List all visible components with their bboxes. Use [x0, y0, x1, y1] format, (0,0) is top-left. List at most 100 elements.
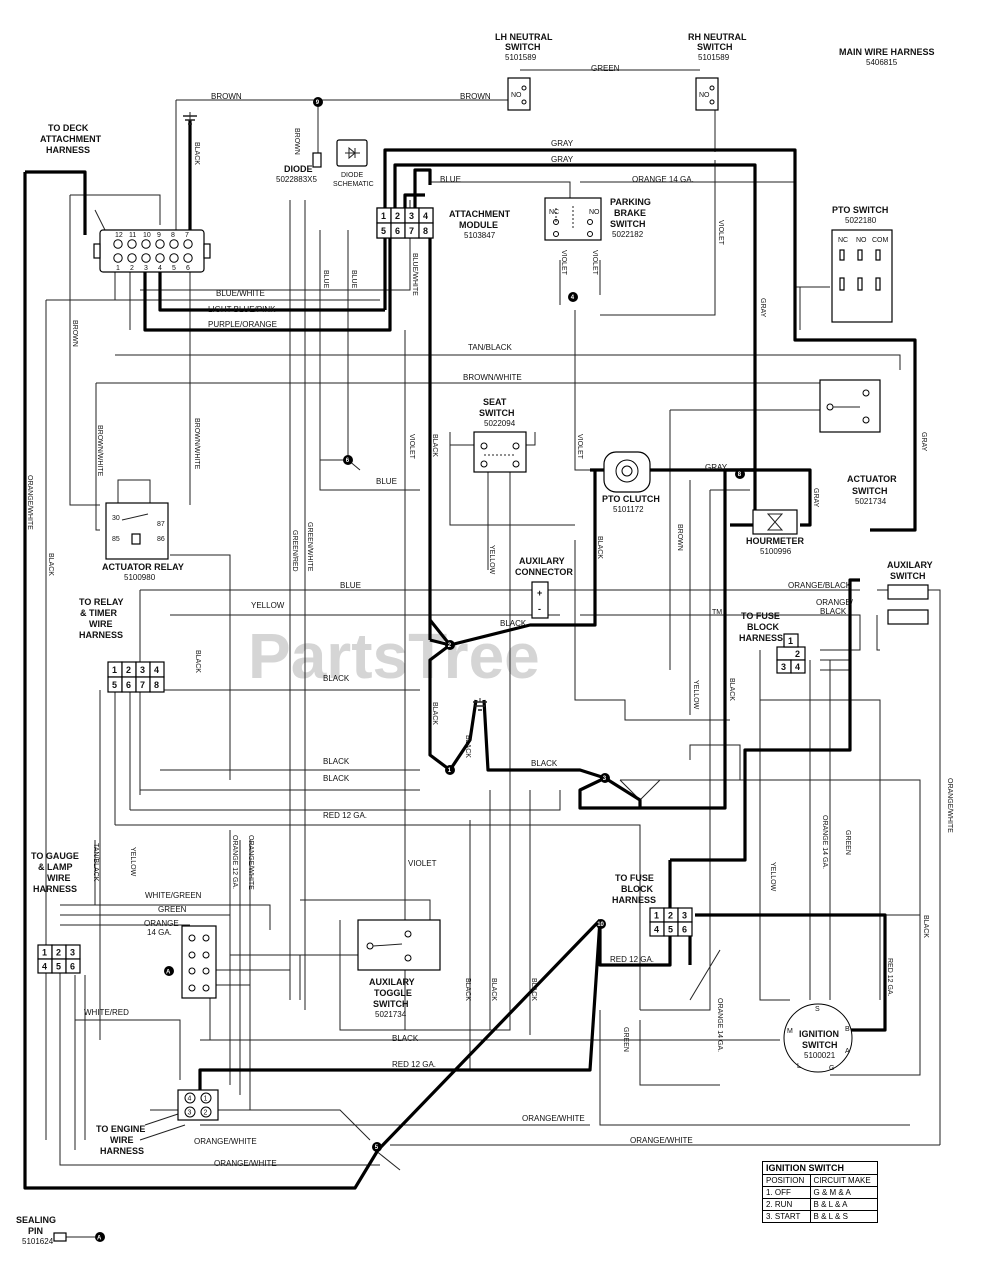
svg-text:ORANGE: ORANGE [144, 919, 179, 928]
svg-text:TO FUSE: TO FUSE [741, 611, 780, 621]
svg-text:NO: NO [511, 92, 522, 99]
svg-text:1: 1 [204, 1096, 208, 1103]
connector-pin-label: 6 [395, 226, 400, 236]
svg-text:CONNECTOR: CONNECTOR [515, 567, 573, 577]
svg-text:PTO CLUTCH: PTO CLUTCH [602, 494, 660, 504]
svg-text:TO DECK: TO DECK [48, 123, 89, 133]
sealing-pin: SEALING PIN 5101624 A [16, 1215, 105, 1246]
svg-text:TOGGLE: TOGGLE [374, 988, 412, 998]
svg-text:GREEN: GREEN [158, 905, 187, 914]
connector-pin-label: 6 [70, 962, 75, 972]
connector-pin-label: 7 [140, 680, 145, 690]
deck-pin-label: 8 [171, 232, 175, 239]
svg-text:A: A [97, 1236, 102, 1242]
svg-text:BROWN/WHITE: BROWN/WHITE [193, 418, 200, 470]
svg-text:ATTACHMENT: ATTACHMENT [449, 209, 511, 219]
svg-text:GREEN/RED: GREEN/RED [291, 530, 298, 572]
svg-text:WIRE: WIRE [47, 873, 71, 883]
svg-text:SWITCH: SWITCH [802, 1040, 838, 1050]
svg-text:DIODE: DIODE [284, 164, 313, 174]
svg-text:GRAY: GRAY [759, 298, 766, 318]
svg-text:ORANGE 14 GA.: ORANGE 14 GA. [716, 998, 723, 1052]
svg-text:AUXILARY: AUXILARY [887, 560, 933, 570]
deck-pin-label: 10 [143, 232, 151, 239]
svg-text:PURPLE/ORANGE: PURPLE/ORANGE [208, 320, 277, 329]
svg-text:5101624: 5101624 [22, 1237, 54, 1246]
deck-pin-label: 2 [130, 265, 134, 272]
svg-text:& LAMP: & LAMP [38, 862, 73, 872]
connector-pin-label: 6 [126, 680, 131, 690]
svg-text:GREEN: GREEN [591, 64, 620, 73]
svg-text:BLACK: BLACK [431, 702, 438, 725]
svg-text:DIODE: DIODE [341, 172, 364, 179]
svg-text:YELLOW: YELLOW [129, 847, 136, 877]
svg-text:HARNESS: HARNESS [100, 1146, 144, 1156]
svg-text:GRAY: GRAY [551, 139, 574, 148]
svg-text:VIOLET: VIOLET [591, 250, 598, 276]
svg-text:A: A [166, 970, 171, 976]
svg-text:YELLOW: YELLOW [769, 862, 776, 892]
svg-text:4: 4 [571, 295, 575, 301]
svg-text:+: + [537, 588, 542, 598]
svg-text:RED 12 GA.: RED 12 GA. [886, 958, 893, 997]
svg-text:AUXILARY: AUXILARY [519, 556, 565, 566]
svg-text:BLACK: BLACK [464, 735, 471, 758]
svg-text:BLACK: BLACK [922, 915, 929, 938]
svg-text:BLACK: BLACK [464, 978, 471, 1001]
svg-text:PIN: PIN [28, 1226, 43, 1236]
svg-text:5103847: 5103847 [464, 231, 496, 240]
svg-text:SEALING: SEALING [16, 1215, 56, 1225]
svg-text:5101589: 5101589 [505, 53, 537, 62]
connector-pin-label: 2 [56, 948, 61, 958]
svg-text:VIOLET: VIOLET [576, 434, 583, 460]
svg-text:SCHEMATIC: SCHEMATIC [333, 181, 374, 188]
connector-pin-label: 4 [42, 962, 47, 972]
svg-text:MODULE: MODULE [459, 220, 498, 230]
svg-text:5021734: 5021734 [375, 1010, 407, 1019]
svg-text:HARNESS: HARNESS [739, 633, 783, 643]
svg-text:ATTACHMENT: ATTACHMENT [40, 134, 102, 144]
svg-text:BLACK: BLACK [728, 678, 735, 701]
svg-text:BROWN: BROWN [293, 128, 300, 155]
svg-text:WIRE: WIRE [89, 619, 113, 629]
connector-pin-label: 7 [409, 226, 414, 236]
svg-text:M: M [787, 1028, 793, 1035]
deck-pin [141, 239, 151, 249]
svg-text:BLACK: BLACK [47, 553, 54, 576]
svg-text:BROWN: BROWN [211, 92, 242, 101]
connector-pin-label: 8 [423, 226, 428, 236]
svg-text:ACTUATOR RELAY: ACTUATOR RELAY [102, 562, 184, 572]
svg-text:GRAY: GRAY [920, 432, 927, 452]
svg-text:IGNITION: IGNITION [799, 1029, 839, 1039]
svg-text:NC: NC [549, 209, 559, 216]
connector-pin-label: 3 [140, 665, 145, 675]
wire-labels: GREEN BROWN BROWN GRAY GRAY BLUE ORANGE … [26, 64, 953, 1168]
svg-text:6: 6 [346, 458, 350, 464]
svg-text:5101589: 5101589 [698, 53, 730, 62]
svg-text:BLUE/WHITE: BLUE/WHITE [411, 253, 418, 296]
deck-pin [155, 253, 165, 263]
svg-text:SWITCH: SWITCH [890, 571, 926, 581]
svg-text:GREEN: GREEN [622, 1027, 629, 1052]
svg-text:NC: NC [838, 237, 848, 244]
svg-text:ORANGE/WHITE: ORANGE/WHITE [630, 1136, 693, 1145]
deck-pin-label: 1 [116, 265, 120, 272]
connector-pin-label: 4 [423, 211, 428, 221]
svg-text:A: A [845, 1048, 850, 1055]
rh-neutral-switch: RH NEUTRAL SWITCH 5101589 NO [688, 32, 747, 111]
svg-text:S: S [815, 1006, 820, 1013]
table-header: CIRCUIT MAKE [809, 1174, 879, 1187]
connector-pin-label: 1 [788, 636, 793, 646]
svg-text:5022180: 5022180 [845, 216, 877, 225]
svg-text:ORANGE 14 GA.: ORANGE 14 GA. [632, 175, 694, 184]
svg-text:BROWN: BROWN [460, 92, 491, 101]
svg-text:PARKING: PARKING [610, 197, 651, 207]
svg-text:VIOLET: VIOLET [717, 220, 724, 246]
svg-text:1: 1 [448, 768, 452, 774]
engine-harness: 4 1 3 2 TO ENGINE WIRE HARNESS [96, 1089, 219, 1156]
connector-cell [65, 958, 81, 974]
svg-text:BLACK: BLACK [392, 1034, 419, 1043]
table-row: 1. OFF G & M & A [762, 1186, 879, 1199]
